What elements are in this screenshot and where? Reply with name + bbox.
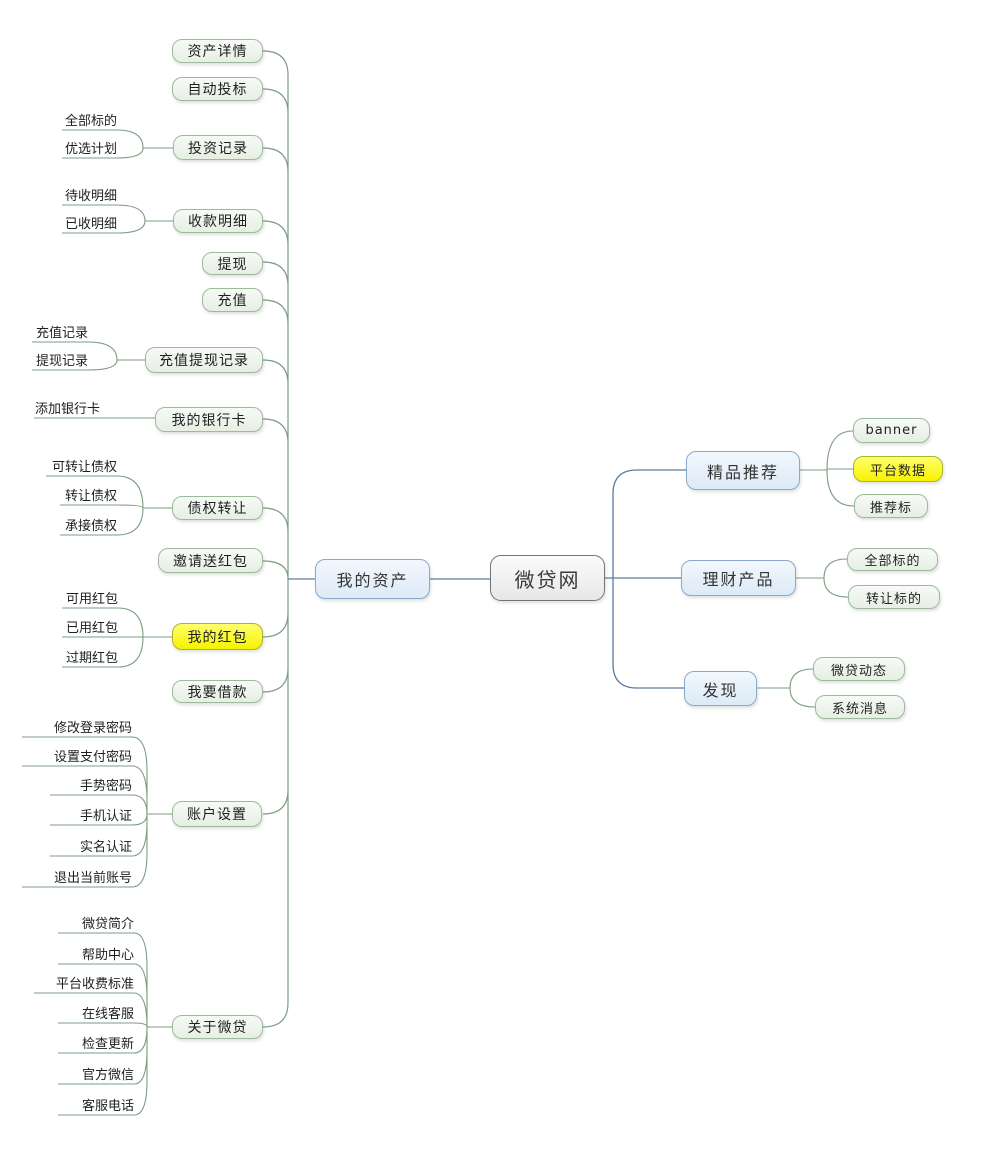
node-all-bids[interactable]: 全部标的 [847,548,938,571]
node-system-messages[interactable]: 系统消息 [815,695,905,719]
node-i-want-to-borrow[interactable]: 我要借款 [172,680,263,703]
label-preferred-plan[interactable]: 优选计划 [64,142,117,157]
node-asset-details[interactable]: 资产详情 [172,39,263,63]
label-used-red-packet[interactable]: 已用红包 [65,621,118,636]
node-collection-details[interactable]: 收款明细 [173,209,263,233]
node-investment-records[interactable]: 投资记录 [173,135,263,160]
label-online-service[interactable]: 在线客服 [81,1007,134,1022]
label-accept-debt[interactable]: 承接债权 [64,519,117,534]
label-received-details[interactable]: 已收明细 [64,217,117,232]
label-transfer-debt[interactable]: 转让债权 [64,489,117,504]
node-auto-bid[interactable]: 自动投标 [172,77,263,101]
node-recharge[interactable]: 充值 [202,288,263,312]
node-my-red-packets[interactable]: 我的红包 [172,623,263,650]
node-recharge-withdraw-records[interactable]: 充值提现记录 [145,347,263,373]
label-all-bids[interactable]: 全部标的 [64,114,117,129]
label-gesture-password[interactable]: 手势密码 [79,779,132,794]
node-my-bank-card[interactable]: 我的银行卡 [155,407,263,432]
branch-featured[interactable]: 精品推荐 [686,451,800,490]
label-check-update[interactable]: 检查更新 [81,1037,134,1052]
label-pending-details[interactable]: 待收明细 [64,189,117,204]
label-logout-current-account[interactable]: 退出当前账号 [53,871,132,886]
label-phone-verification[interactable]: 手机认证 [79,809,132,824]
node-platform-data[interactable]: 平台数据 [853,456,943,482]
label-available-red-packet[interactable]: 可用红包 [65,592,118,607]
label-add-bank-card[interactable]: 添加银行卡 [34,402,100,417]
label-help-center[interactable]: 帮助中心 [81,948,134,963]
label-service-phone[interactable]: 客服电话 [81,1099,134,1114]
node-invite-red-packet[interactable]: 邀请送红包 [158,548,263,573]
label-change-login-password[interactable]: 修改登录密码 [53,721,132,736]
label-official-wechat[interactable]: 官方微信 [81,1068,134,1083]
label-expired-red-packet[interactable]: 过期红包 [65,651,118,666]
node-transfer-bids[interactable]: 转让标的 [848,585,940,609]
root-node-weidai[interactable]: 微贷网 [490,555,605,601]
branch-wealth-products[interactable]: 理财产品 [681,560,796,596]
node-debt-transfer[interactable]: 债权转让 [172,496,263,520]
node-account-settings[interactable]: 账户设置 [172,801,262,827]
label-withdraw-records[interactable]: 提现记录 [35,354,88,369]
node-banner[interactable]: banner [853,418,930,443]
label-transferable-debt[interactable]: 可转让债权 [51,460,117,475]
node-recommended-bids[interactable]: 推荐标 [854,494,928,518]
label-real-name-verification[interactable]: 实名认证 [79,840,132,855]
branch-discover[interactable]: 发现 [684,671,757,706]
label-platform-fee-standard[interactable]: 平台收费标准 [55,977,134,992]
label-weidai-intro[interactable]: 微贷简介 [81,917,134,932]
label-set-payment-password[interactable]: 设置支付密码 [53,750,132,765]
label-recharge-records[interactable]: 充值记录 [35,326,88,341]
branch-my-assets[interactable]: 我的资产 [315,559,430,599]
node-weidai-news[interactable]: 微贷动态 [813,657,905,681]
node-withdraw[interactable]: 提现 [202,252,263,275]
node-about-weidai[interactable]: 关于微贷 [172,1015,263,1039]
